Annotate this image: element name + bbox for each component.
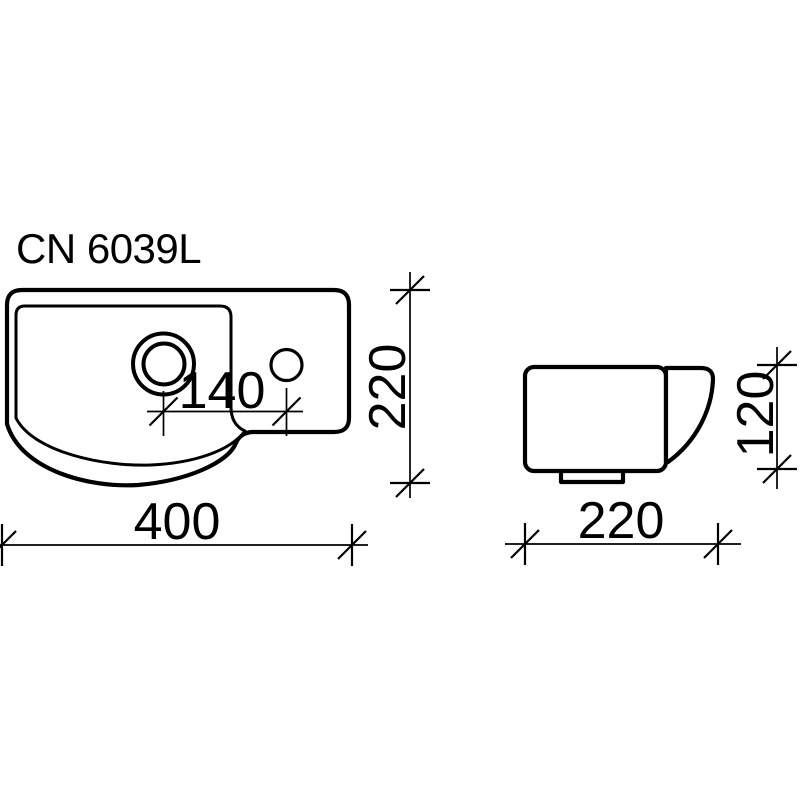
basin-body-profile: [522, 364, 669, 474]
top-view: 140 400 220: [0, 272, 430, 566]
dimension-tick: [510, 529, 540, 559]
width-value: 400: [134, 493, 221, 551]
height-value: 120: [727, 371, 785, 458]
dim-height: 120: [727, 347, 797, 489]
side-depth-value: 220: [578, 492, 665, 550]
dimension-tick: [271, 396, 302, 427]
depth-value: 220: [359, 344, 417, 431]
dim-hole-spacing: 140: [147, 362, 303, 436]
dim-width: 400: [0, 493, 368, 566]
tap-hole-circle: [269, 347, 304, 383]
side-view: 220 120: [505, 347, 797, 565]
hole-spacing-value: 140: [179, 362, 266, 420]
dimension-tick: [395, 275, 425, 305]
faucet-hole-inner-circle: [141, 341, 187, 387]
dimension-tick: [337, 530, 367, 560]
dimension-tick: [762, 454, 792, 484]
dimension-tick: [703, 529, 733, 559]
dim-depth: 220: [359, 272, 430, 498]
model-label: CN 6039L: [16, 225, 201, 272]
dimension-tick: [0, 530, 17, 549]
dim-depth-side: 220: [505, 492, 741, 565]
dimension-tick: [395, 468, 425, 498]
basin-spout-profile: [663, 365, 716, 465]
dimension-tick: [148, 396, 179, 427]
dimension-tick: [762, 350, 792, 380]
